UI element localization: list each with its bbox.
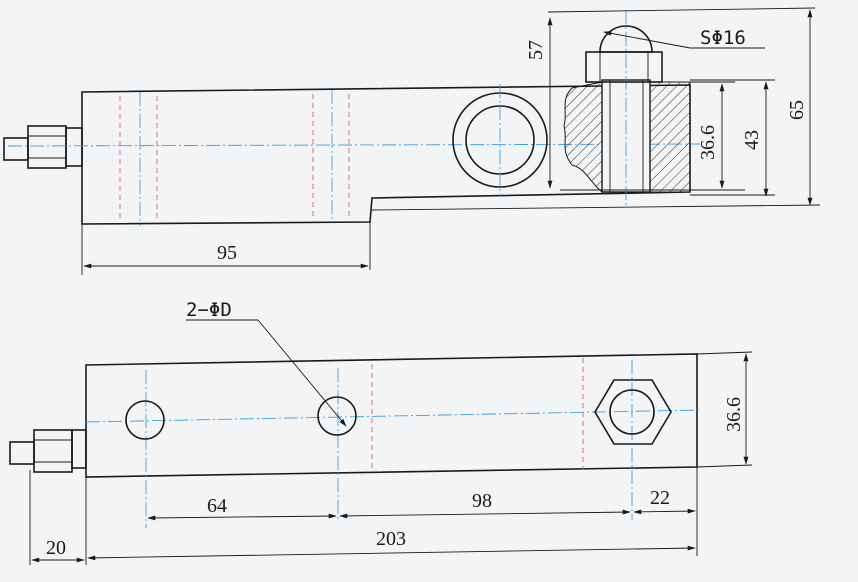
dim-20: 20: [46, 537, 66, 559]
top-nut: [585, 51, 663, 83]
dim-203: 203: [376, 528, 406, 550]
bottom-view: 2−ΦD 36.6 64 98 22 20 203: [9, 299, 753, 565]
dim-36-6-top: 36.6: [697, 125, 719, 160]
dim-22: 22: [650, 487, 670, 509]
dim-98: 98: [472, 490, 492, 512]
top-view: 95 57 36.6 43 65 SΦ16: [3, 7, 821, 275]
dim-95: 95: [217, 242, 237, 264]
bottom-hole-1: [125, 400, 165, 440]
dim-57: 57: [525, 40, 547, 60]
bottom-hex-bore: [609, 389, 655, 435]
bottom-body-outline: [85, 353, 698, 478]
dim-65: 65: [786, 100, 808, 120]
dim-43: 43: [741, 130, 763, 150]
holes-label: 2−ΦD: [186, 299, 232, 321]
sphere-label: SΦ16: [700, 27, 746, 49]
dim-36-6-bottom: 36.6: [723, 397, 745, 432]
dim-64: 64: [207, 495, 227, 517]
bottom-cable-gland: [9, 429, 87, 473]
bottom-hole-2: [317, 396, 357, 436]
bottom-hex-nut: [594, 379, 672, 445]
top-cable-gland: [3, 125, 83, 169]
top-sphere: [599, 25, 653, 53]
